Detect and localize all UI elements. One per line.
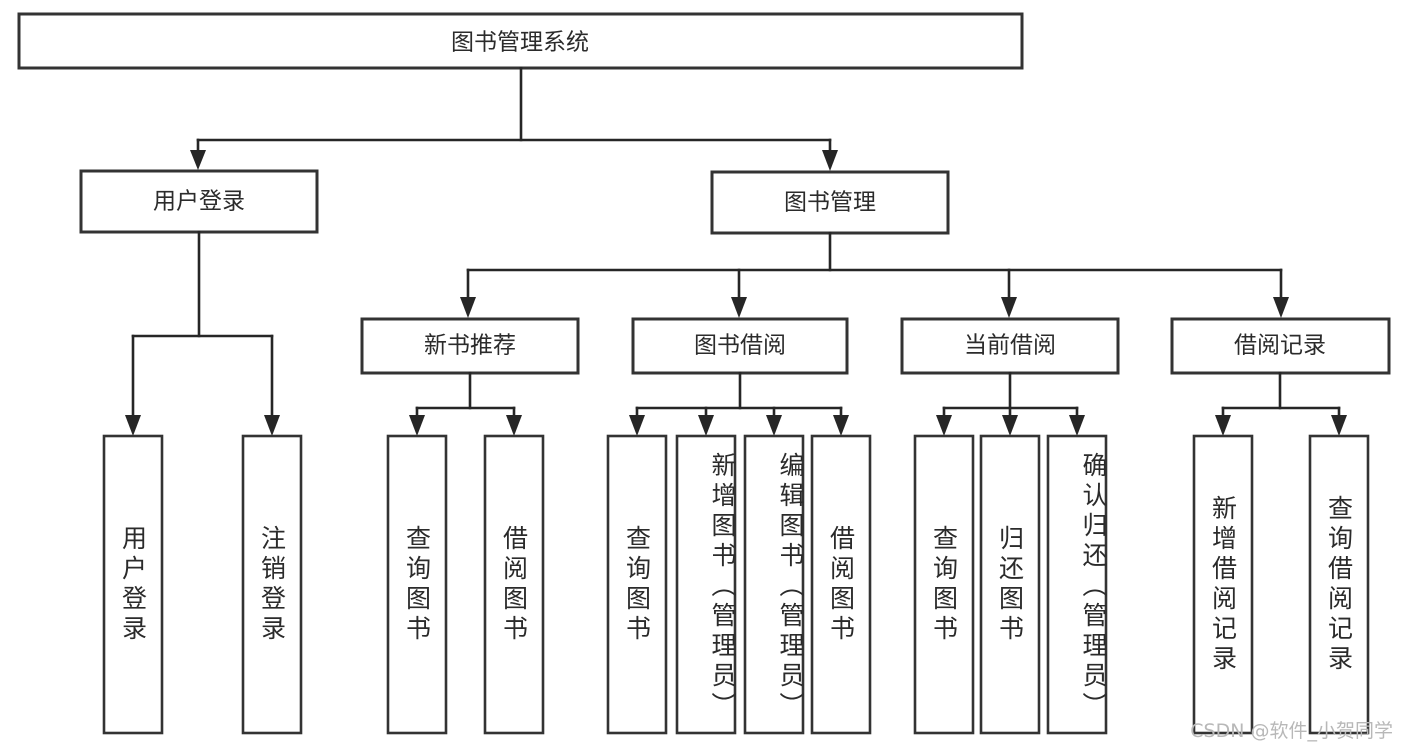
leaf-box-add-borrow-record[interactable] — [1192, 434, 1254, 735]
arrow-to-leaf-query-borrow-record — [1331, 415, 1347, 436]
node-root-box[interactable] — [17, 12, 1024, 70]
arrow-to-leaf-add-book — [698, 415, 714, 436]
arrow-to-leaf-query-book-3 — [936, 415, 952, 436]
node-root-label: 图书管理系统 — [451, 30, 589, 56]
leaf-box-user-login[interactable] — [102, 434, 164, 735]
node-new-book-recommend-label: 新书推荐 — [424, 333, 516, 359]
arrow-to-leaf-return-book — [1002, 415, 1018, 436]
node-book-management-box[interactable] — [710, 170, 950, 235]
arrow-to-leaf-query-book-1 — [409, 415, 425, 436]
leaf-box-confirm-return[interactable] — [1046, 434, 1108, 735]
arrow-to-leaf-add-borrow-record — [1215, 415, 1231, 436]
node-borrow-record-box[interactable] — [1170, 317, 1391, 375]
csdn-watermark: CSDN @软件_小贺同学 — [1190, 720, 1393, 742]
arrow-to-leaf-borrow-book-2 — [833, 415, 849, 436]
leaf-box-query-book-3[interactable] — [913, 434, 975, 735]
leaf-box-query-book-2[interactable] — [606, 434, 668, 735]
arrow-to-new-book-recommend — [460, 297, 476, 318]
node-current-borrow-box[interactable] — [900, 317, 1120, 375]
node-user-login-label: 用户登录 — [153, 189, 245, 215]
leaf-box-query-book-1[interactable] — [386, 434, 448, 735]
arrow-to-book-management — [822, 150, 838, 171]
node-book-borrow-box[interactable] — [631, 317, 849, 375]
arrow-to-user-login — [190, 150, 206, 170]
leaf-box-borrow-book-1[interactable] — [483, 434, 545, 735]
arrow-to-leaf-borrow-book-1 — [506, 415, 522, 436]
node-new-book-recommend-box[interactable] — [360, 317, 580, 375]
leaf-box-return-book[interactable] — [979, 434, 1041, 735]
arrow-to-leaf-query-book-2 — [629, 415, 645, 436]
leaf-box-add-book[interactable] — [675, 434, 737, 735]
arrow-to-leaf-logout-login — [264, 415, 280, 436]
node-book-management-label: 图书管理 — [784, 190, 876, 216]
leaf-box-logout-login[interactable] — [241, 434, 303, 735]
arrow-to-current-borrow — [1001, 297, 1017, 318]
arrow-to-leaf-user-login — [125, 415, 141, 436]
arrow-to-leaf-confirm-return — [1069, 415, 1085, 436]
leaf-box-query-borrow-record[interactable] — [1308, 434, 1370, 735]
leaf-box-borrow-book-2[interactable] — [810, 434, 872, 735]
node-current-borrow-label: 当前借阅 — [964, 333, 1056, 359]
arrow-to-borrow-record — [1273, 297, 1289, 318]
leaf-box-edit-book[interactable] — [743, 434, 805, 735]
node-borrow-record-label: 借阅记录 — [1234, 333, 1326, 359]
node-book-borrow-label: 图书借阅 — [694, 333, 786, 359]
arrow-to-book-borrow — [731, 297, 747, 318]
arrow-to-leaf-edit-book — [766, 415, 782, 436]
